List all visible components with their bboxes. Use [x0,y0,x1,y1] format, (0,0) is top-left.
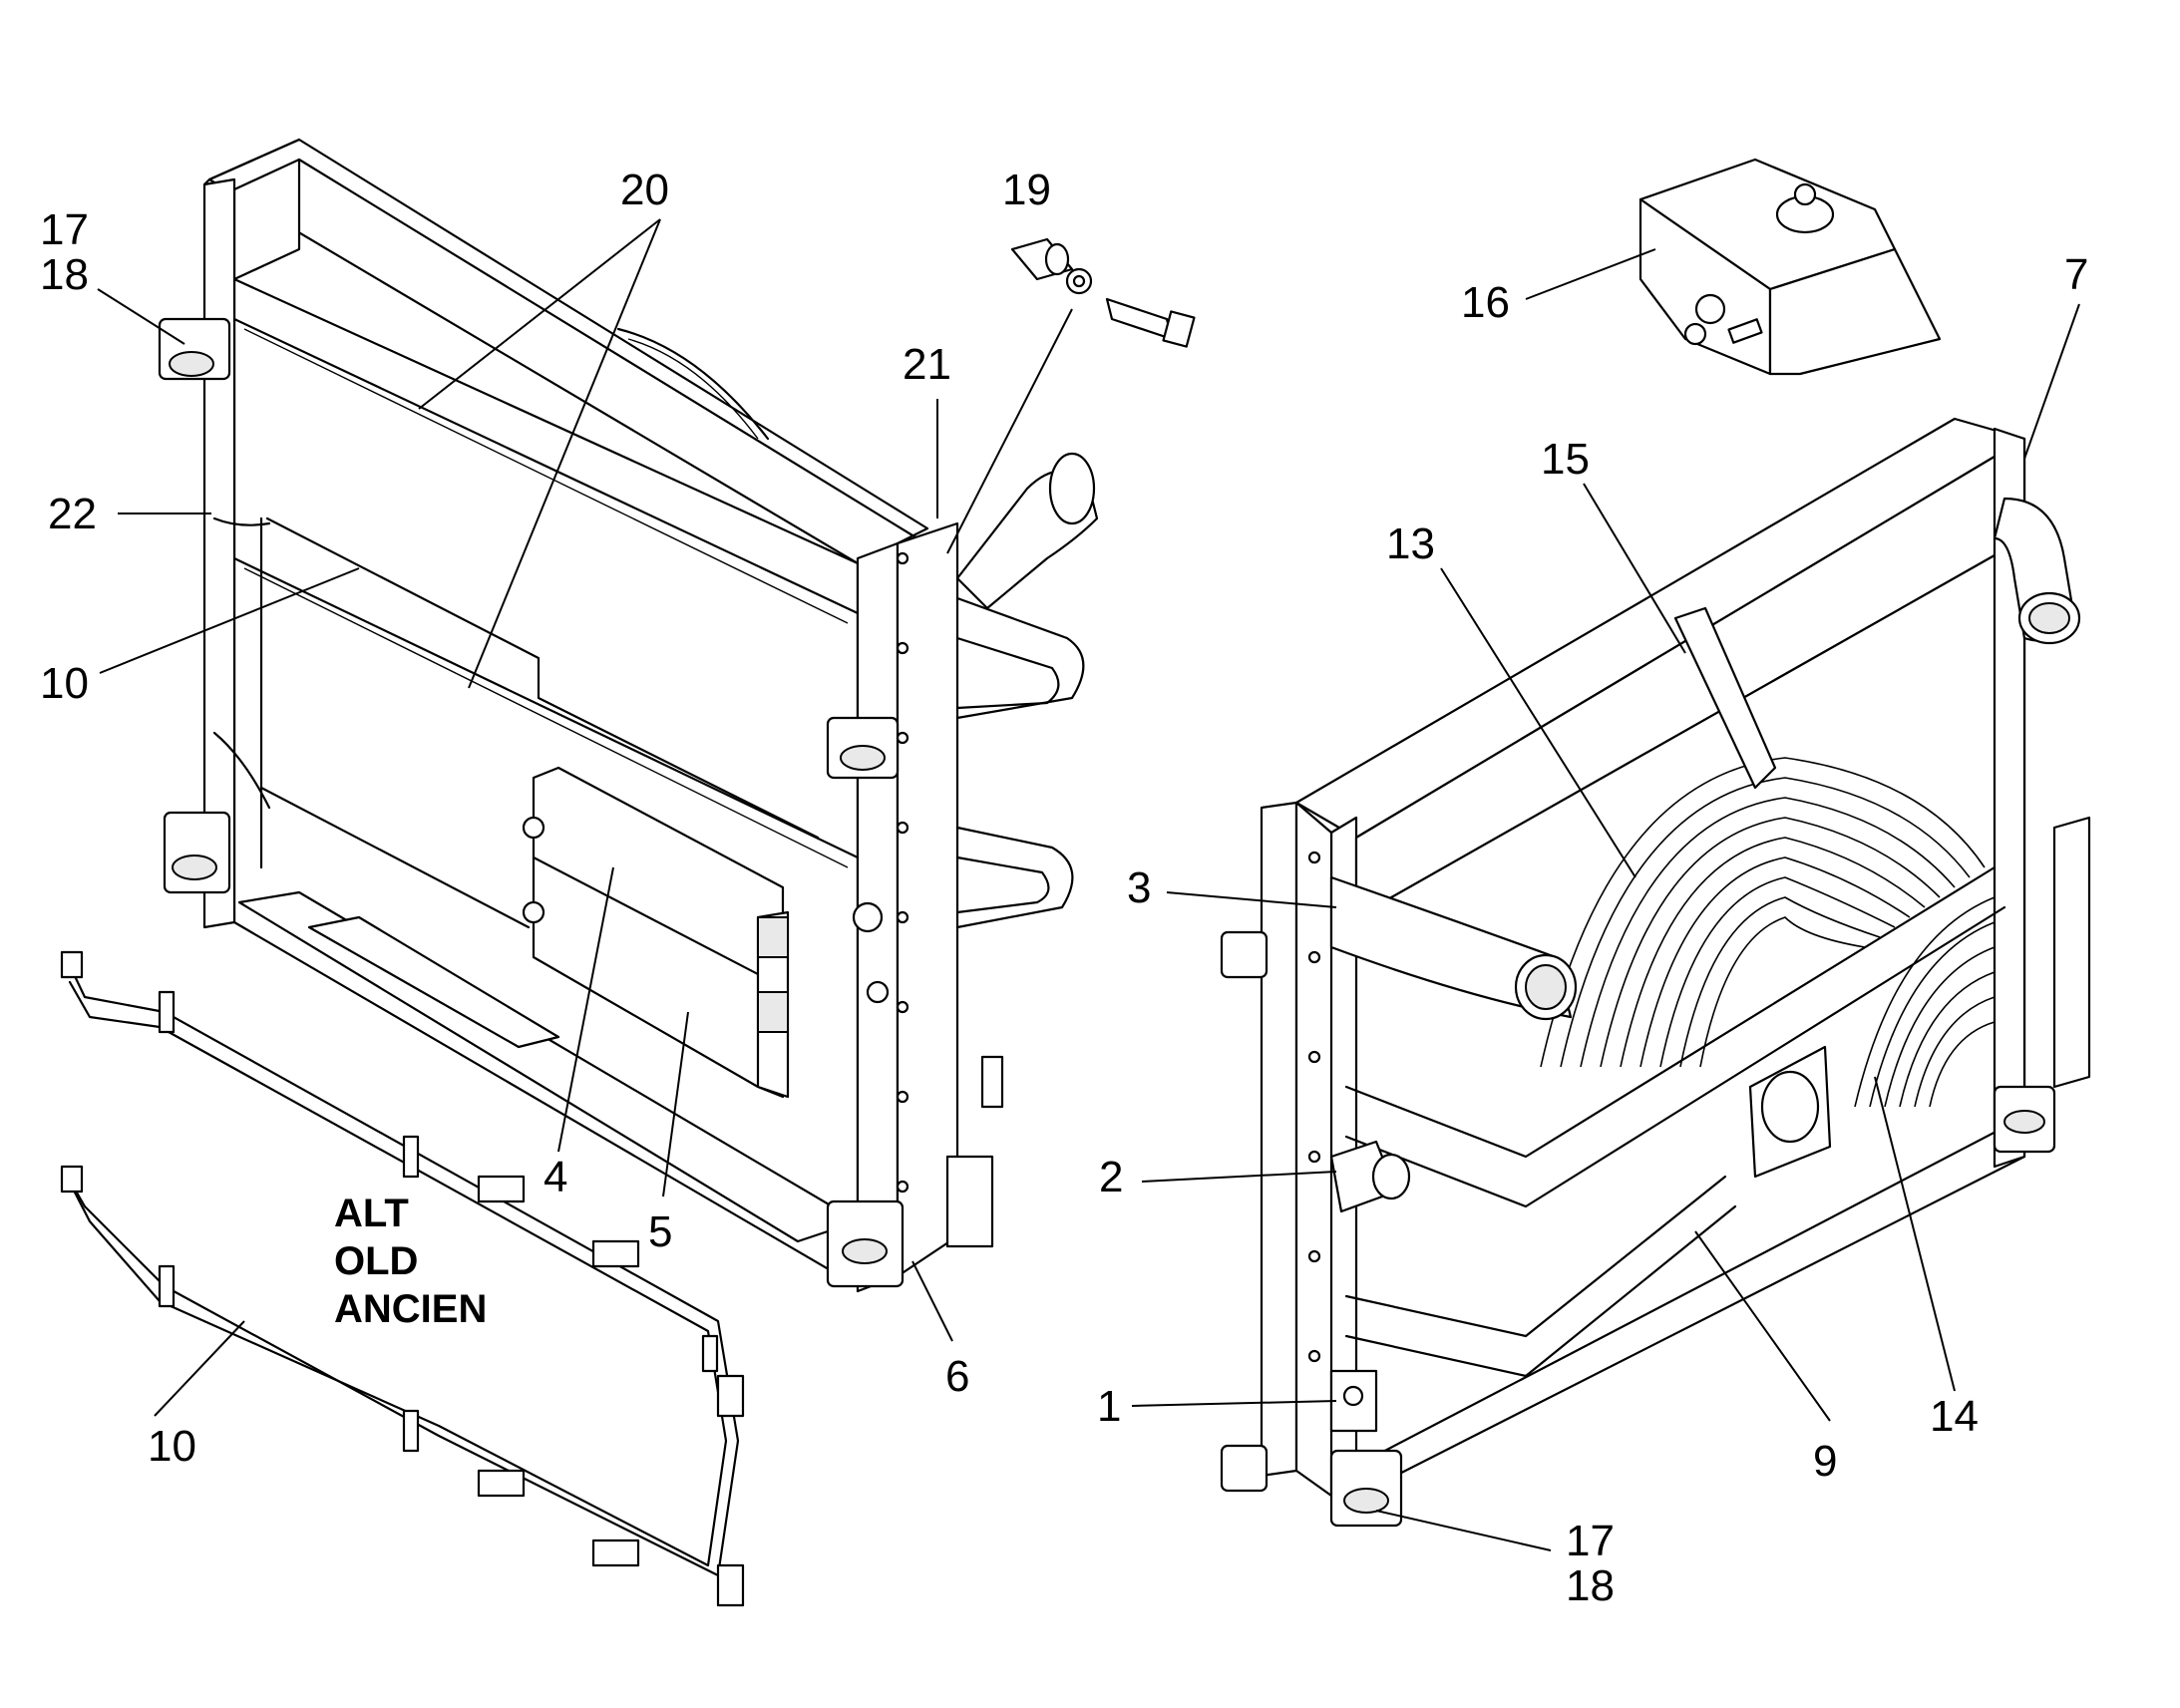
fan-guard [1540,757,1996,1108]
expansion-tank [1638,158,1942,376]
callout-2: 2 [1099,1153,1123,1201]
callout-15: 15 [1541,435,1590,484]
alt-note-line-2: OLD [334,1239,418,1283]
callout-7: 7 [2064,250,2088,299]
callout-14: 14 [1930,1392,1979,1441]
left-radiator-assembly [158,138,1099,1293]
callout-20: 20 [620,166,669,214]
mount-top-left [158,317,231,381]
mount-right-bottom-left [1329,1449,1403,1528]
callout-3: 3 [1127,863,1151,912]
callout-5: 5 [648,1207,672,1256]
fastener-set [1010,237,1196,348]
callout-19: 19 [1002,166,1051,214]
mount-mid-right [826,716,900,780]
right-column-bolts [1307,851,1321,1363]
mount-bottom-left [163,811,231,894]
callout-4: 4 [544,1153,567,1201]
alt-frame-rails [60,950,745,1607]
mount-bottom-right [826,1199,905,1288]
callout-10-lower: 10 [148,1422,196,1471]
leader-lines [97,218,2080,1551]
callout-16: 16 [1461,278,1510,327]
callout-13: 13 [1386,519,1435,568]
callout-17-top: 17 [40,205,89,254]
callout-10-upper: 10 [40,659,89,708]
callout-18-bottom: 18 [1566,1561,1615,1610]
callout-1: 1 [1097,1382,1121,1431]
mount-right-bottom-right [1993,1085,2056,1154]
alt-note-line-3: ANCIEN [334,1287,487,1331]
right-radiator-assembly [1220,417,2091,1528]
callout-9: 9 [1813,1437,1837,1486]
callout-17-bottom: 17 [1566,1517,1615,1565]
callout-21: 21 [903,340,951,389]
callout-6: 6 [945,1352,969,1401]
column-bolts [896,551,909,1194]
alt-note: ALT OLD ANCIEN [334,1192,487,1331]
callout-18-top: 18 [40,250,89,299]
callout-numbers: 20 19 21 17 18 22 10 10 4 5 6 16 7 15 13… [40,166,2088,1610]
alt-note-line-1: ALT [334,1192,409,1235]
mount-right-left-side [1220,930,1269,1493]
callout-22: 22 [48,490,97,538]
